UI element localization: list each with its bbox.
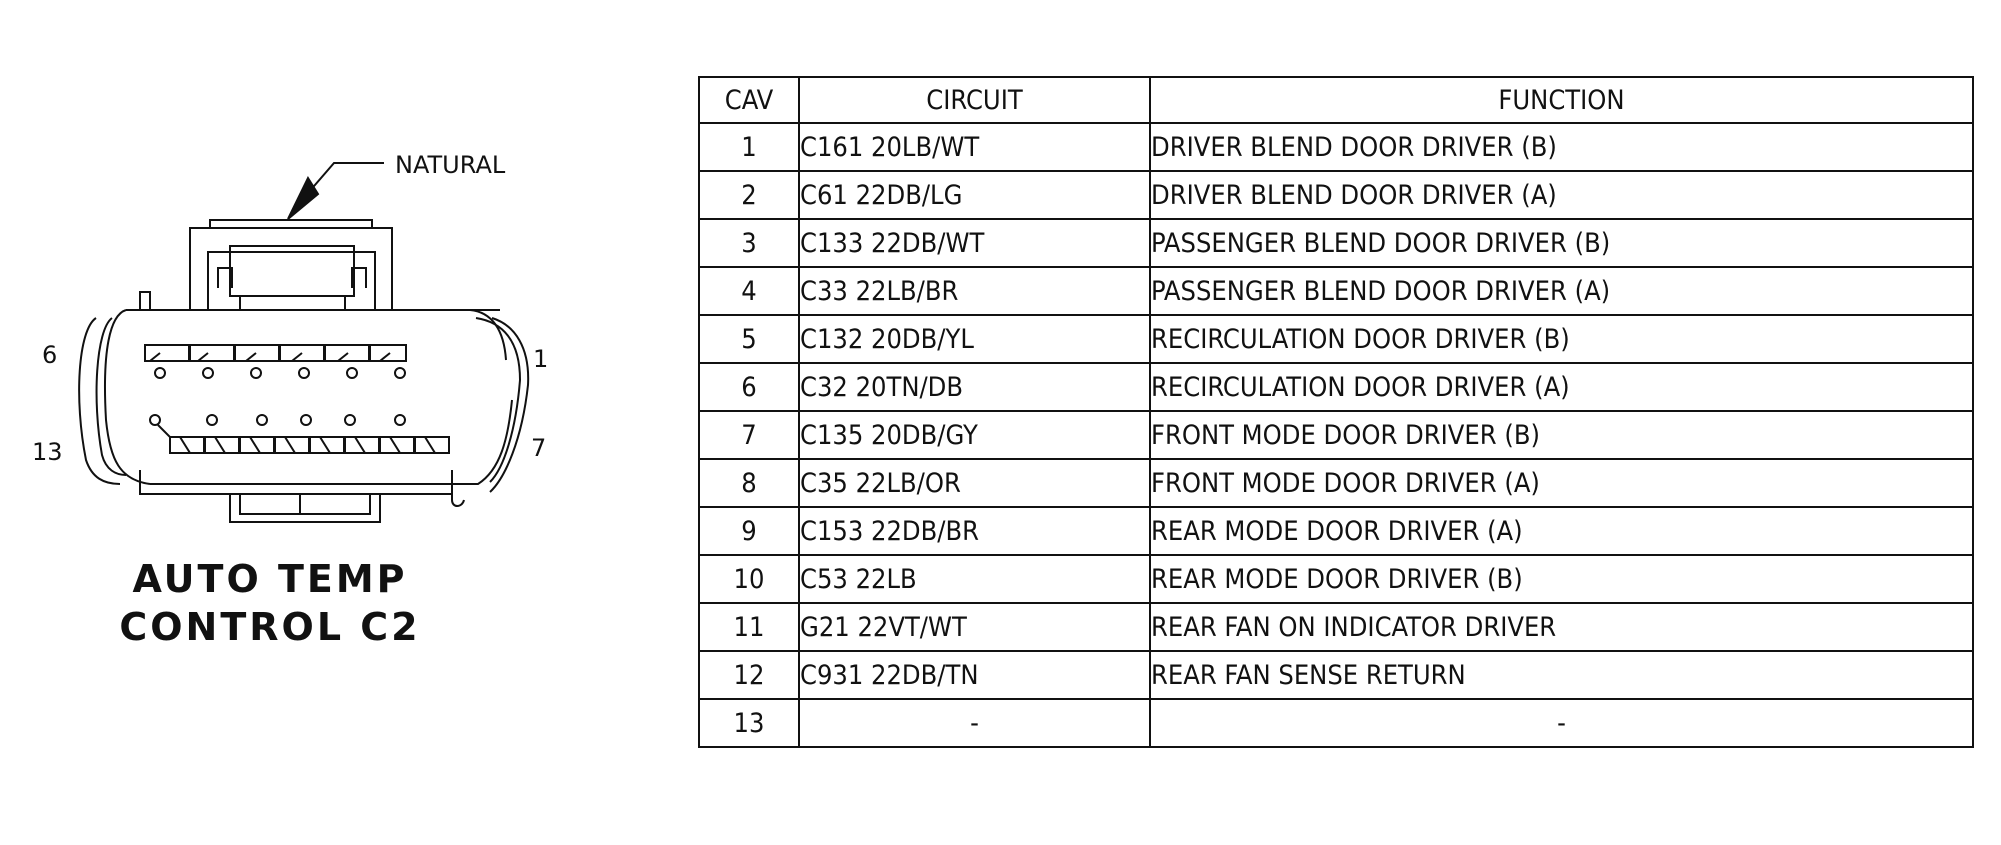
cav-cell: 7 — [698, 410, 800, 460]
function-cell: PASSENGER BLEND DOOR DRIVER (A) — [1149, 266, 1974, 316]
circuit-cell: - — [798, 698, 1151, 748]
header-function: FUNCTION — [1149, 76, 1974, 124]
cavity-row-upper — [144, 344, 407, 379]
cavity-row-lower — [149, 414, 450, 454]
circuit-cell: C35 22LB/OR — [798, 458, 1151, 508]
cav-cell: 4 — [698, 266, 800, 316]
cav-cell: 2 — [698, 170, 800, 220]
function-cell: DRIVER BLEND DOOR DRIVER (A) — [1149, 170, 1974, 220]
connector-title-line-1: AUTO TEMP — [132, 557, 408, 601]
circuit-cell: C53 22LB — [798, 554, 1151, 604]
table-row: 13-- — [698, 698, 1974, 748]
circuit-cell: C132 20DB/YL — [798, 314, 1151, 364]
connector-title-line-2: CONTROL C2 — [119, 605, 421, 649]
function-cell: REAR FAN ON INDICATOR DRIVER — [1149, 602, 1974, 652]
function-cell: FRONT MODE DOOR DRIVER (A) — [1149, 458, 1974, 508]
header-cav: CAV — [698, 76, 800, 124]
cav-cell: 10 — [698, 554, 800, 604]
cav-cell: 8 — [698, 458, 800, 508]
circuit-cell: G21 22VT/WT — [798, 602, 1151, 652]
circuit-cell: C133 22DB/WT — [798, 218, 1151, 268]
cav-cell: 3 — [698, 218, 800, 268]
circuit-cell: C135 20DB/GY — [798, 410, 1151, 460]
function-cell: PASSENGER BLEND DOOR DRIVER (B) — [1149, 218, 1974, 268]
cav-cell: 6 — [698, 362, 800, 412]
circuit-cell: C161 20LB/WT — [798, 122, 1151, 172]
cav-cell: 13 — [698, 698, 800, 748]
function-cell: REAR FAN SENSE RETURN — [1149, 650, 1974, 700]
natural-label: NATURAL — [395, 151, 506, 179]
cav-cell: 5 — [698, 314, 800, 364]
circuit-cell: C33 22LB/BR — [798, 266, 1151, 316]
cav-cell: 9 — [698, 506, 800, 556]
header-circuit: CIRCUIT — [798, 76, 1151, 124]
function-cell: RECIRCULATION DOOR DRIVER (B) — [1149, 314, 1974, 364]
function-cell: REAR MODE DOOR DRIVER (A) — [1149, 506, 1974, 556]
function-cell: DRIVER BLEND DOOR DRIVER (B) — [1149, 122, 1974, 172]
pin-label-13: 13 — [32, 438, 63, 466]
function-cell: FRONT MODE DOOR DRIVER (B) — [1149, 410, 1974, 460]
circuit-cell: C61 22DB/LG — [798, 170, 1151, 220]
circuit-cell: C32 20TN/DB — [798, 362, 1151, 412]
cav-cell: 12 — [698, 650, 800, 700]
function-cell: RECIRCULATION DOOR DRIVER (A) — [1149, 362, 1974, 412]
leader-arrowhead — [287, 175, 320, 220]
pin-label-7: 7 — [531, 434, 546, 462]
connector-latch — [139, 219, 393, 311]
cav-cell: 1 — [698, 122, 800, 172]
pin-label-6: 6 — [42, 341, 57, 369]
connector-drawing: NATURAL — [32, 151, 548, 523]
pin-label-1: 1 — [533, 345, 548, 373]
cav-cell: 11 — [698, 602, 800, 652]
circuit-cell: C931 22DB/TN — [798, 650, 1151, 700]
function-cell: - — [1149, 698, 1974, 748]
connector-body — [78, 309, 530, 523]
table-header-row: CAV CIRCUIT FUNCTION — [698, 76, 1974, 124]
function-cell: REAR MODE DOOR DRIVER (B) — [1149, 554, 1974, 604]
circuit-cell: C153 22DB/BR — [798, 506, 1151, 556]
